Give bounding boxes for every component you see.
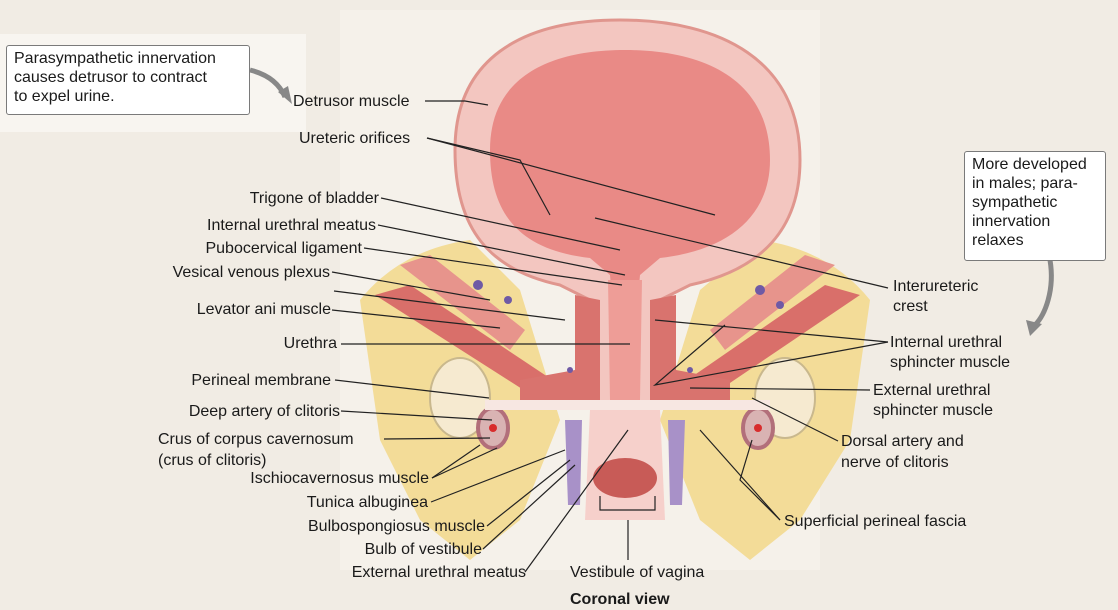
callout-males-line-3: sympathetic (972, 194, 1058, 211)
label-interureteric-line-2: crest (893, 298, 928, 315)
label-ischiocavernosus: Ischiocavernosus muscle (250, 470, 429, 487)
callout-parasympathetic-line-2: causes detrusor to contract (14, 69, 207, 86)
label-internal-meatus: Internal urethral meatus (207, 217, 376, 234)
callout-males-line-1: More developed (972, 156, 1087, 173)
callout-parasympathetic: Parasympathetic innervation causes detru… (6, 45, 250, 115)
muscle-band-left (400, 255, 525, 350)
perineal-membrane (485, 400, 770, 410)
label-deep-artery: Deep artery of clitoris (188, 403, 340, 420)
bulb-left (565, 420, 582, 505)
label-internal-sphincter-line-1: Internal urethral (890, 334, 1003, 351)
callout-males-line-5: relaxes (972, 232, 1024, 249)
label-internal-sphincter-line-2: sphincter muscle (890, 354, 1011, 371)
label-trigone: Trigone of bladder (249, 190, 379, 207)
callout-males-line-2: in males; para- (972, 175, 1078, 192)
venous-plexus (473, 280, 784, 373)
bulb-right (668, 420, 685, 505)
label-dorsal-artery-line-1: Dorsal artery and (841, 433, 964, 450)
callout-parasympathetic-line-1: Parasympathetic innervation (14, 50, 216, 67)
label-perineal-membrane: Perineal membrane (191, 372, 331, 389)
label-pubocervical: Pubocervical ligament (205, 240, 362, 257)
label-vestibule: Vestibule of vagina (570, 564, 705, 581)
leader-lines (331, 100, 889, 573)
sphincter-left (520, 295, 600, 410)
muscle-band-right (710, 255, 835, 350)
bladder-lumen (490, 50, 770, 340)
label-bulbospongiosus: Bulbospongiosus muscle (308, 518, 485, 535)
label-vesical-plexus: Vesical venous plexus (172, 264, 330, 281)
label-tunica: Tunica albuginea (306, 494, 428, 511)
label-urethra: Urethra (283, 335, 337, 352)
label-superficial-fascia: Superficial perineal fascia (784, 513, 967, 530)
label-crus-line-2: (crus of clitoris) (158, 452, 267, 469)
levator-ani-right (680, 285, 860, 410)
label-ureteric-orifices: Ureteric orifices (299, 130, 411, 147)
label-interureteric-line-1: Interureteric (893, 278, 979, 295)
label-external-sphincter-line-2: sphincter muscle (873, 402, 994, 419)
vestibule-opening (593, 458, 657, 498)
callout-males-line-4: innervation (972, 213, 1051, 230)
sphincter-right (650, 295, 730, 410)
callout-arrow-right (1033, 259, 1054, 327)
label-detrusor: Detrusor muscle (293, 93, 410, 110)
label-dorsal-artery-line-2: nerve of clitoris (841, 454, 949, 471)
label-levator-ani: Levator ani muscle (196, 301, 331, 318)
callout-males: More developed in males; para- sympathet… (964, 151, 1106, 261)
label-external-sphincter-line-1: External urethral (873, 382, 991, 399)
callout-parasympathetic-line-3: to expel urine. (14, 88, 115, 105)
levator-ani-left (375, 285, 560, 410)
caption: Coronal view (570, 591, 670, 608)
label-external-meatus: External urethral meatus (351, 564, 526, 581)
label-bulb-vestibule: Bulb of vestibule (364, 541, 482, 558)
urethra (608, 280, 642, 400)
label-crus-line-1: Crus of corpus cavernosum (158, 431, 354, 448)
